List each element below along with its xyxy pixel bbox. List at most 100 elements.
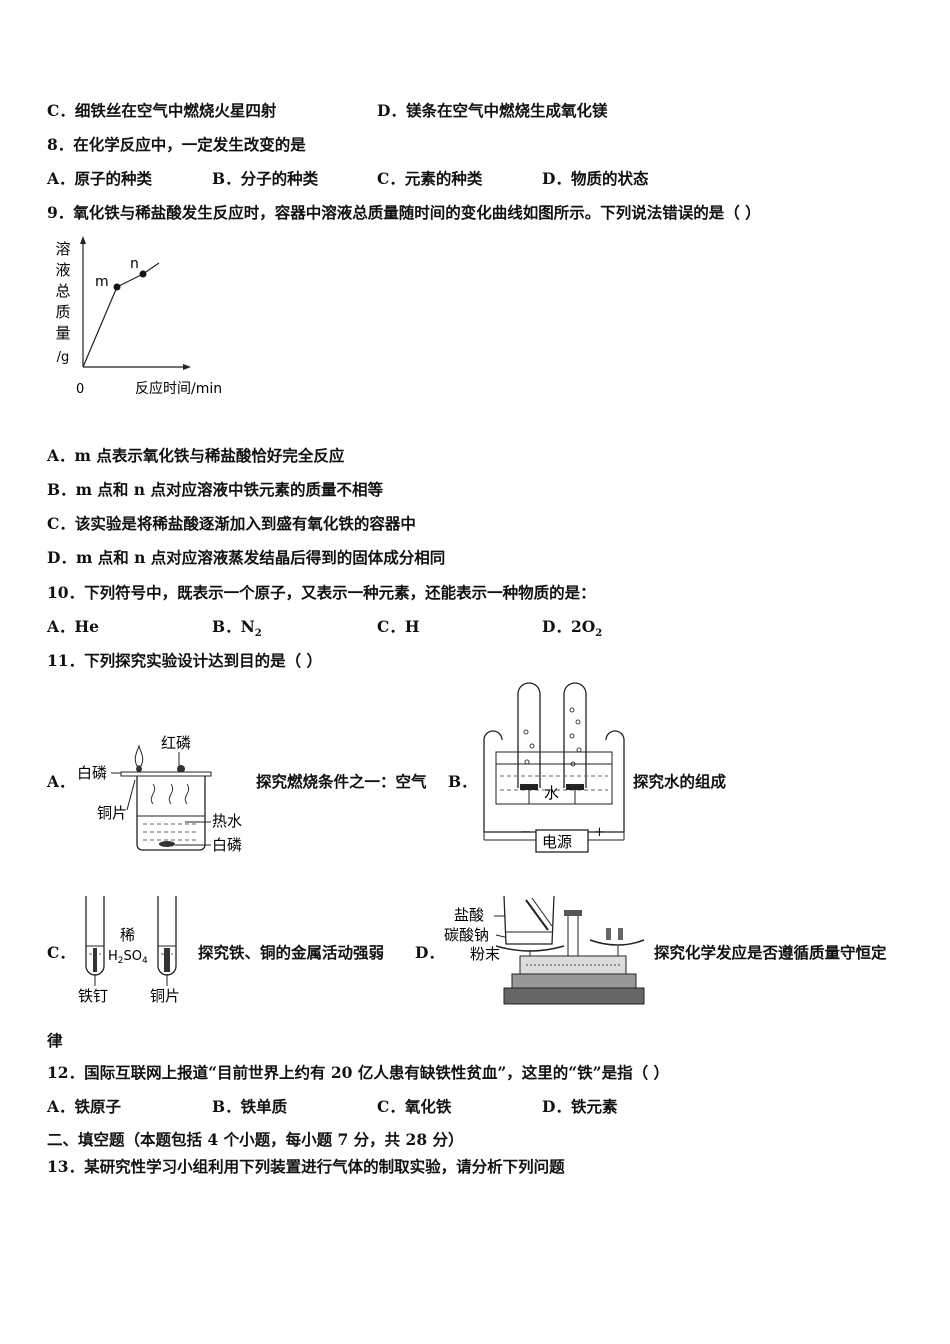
q11-d-scale-foot bbox=[503, 987, 645, 1005]
q11-d-caption-continued: 律 bbox=[47, 1031, 63, 1050]
q9-option-c: C．该实验是将稀盐酸逐渐加入到盛有氧化铁的容器中 bbox=[47, 514, 416, 533]
q8-option-c: C．元素的种类 bbox=[377, 169, 483, 188]
q11-b-plus-label: + bbox=[594, 825, 605, 840]
q12-option-c: C．氧化铁 bbox=[377, 1097, 452, 1116]
q11-a-beaker bbox=[136, 776, 206, 851]
q11-b-bubble bbox=[529, 743, 535, 749]
q11-a-copper-plate bbox=[120, 771, 212, 777]
q9-curve bbox=[82, 262, 160, 368]
q11-d-letter: D． bbox=[415, 943, 444, 962]
q11-a-white-phosphorus-top-label: 白磷 bbox=[77, 764, 107, 782]
q11-a-letter: A． bbox=[47, 772, 75, 791]
q9-xlabel: 反应时间/min bbox=[135, 380, 222, 397]
q10-option-c: C．H bbox=[377, 617, 420, 636]
q11-b-electrode-right bbox=[566, 784, 584, 790]
q11-b-bubble bbox=[575, 719, 581, 725]
q11-a-flame bbox=[134, 744, 144, 767]
q12-option-d: D．铁元素 bbox=[542, 1097, 618, 1116]
q11-b-minus-label: − bbox=[520, 825, 531, 840]
q12-option-a: A．铁原子 bbox=[47, 1097, 122, 1116]
q11-b-inner-container bbox=[495, 751, 613, 805]
q11-d-weight bbox=[606, 928, 611, 940]
q11-c-acid-label: H2SO4 bbox=[108, 949, 148, 966]
q11-b-letter: B． bbox=[448, 772, 477, 791]
q11-b-electrolysis-apparatus: 水 电源 − + bbox=[483, 682, 625, 853]
q11-a-steam-1 bbox=[150, 783, 156, 805]
q11-b-bubble bbox=[523, 729, 529, 735]
q11-d-balance-top bbox=[564, 910, 582, 916]
q11-a-copper-leader bbox=[126, 779, 136, 811]
q10-option-b-subscript: 2 bbox=[254, 628, 262, 640]
q7-option-c: C．细铁丝在空气中燃烧火星四射 bbox=[47, 101, 277, 120]
q10-option-d-text: D．2O bbox=[542, 617, 596, 636]
q11-c-letter: C． bbox=[47, 943, 75, 962]
q11-b-bubble bbox=[569, 733, 575, 739]
q11-b-tube-left bbox=[517, 682, 541, 788]
q11-b-electrode-left bbox=[520, 784, 538, 790]
q11-a-caption: 探究燃烧条件之一：空气 bbox=[256, 772, 427, 791]
q9-point-m-dot bbox=[113, 283, 121, 291]
q9-ylabel-3: 总 bbox=[55, 282, 70, 300]
q11-d-pan-right bbox=[589, 939, 645, 946]
q11-a-submerged-white-p bbox=[159, 841, 175, 847]
q11-a-red-p-lump bbox=[177, 765, 185, 773]
q9-origin-label: 0 bbox=[76, 382, 84, 397]
q11-a-steam-2 bbox=[168, 783, 174, 805]
q8-option-d: D．物质的状态 bbox=[542, 169, 649, 188]
q11-d-hcl-label: 盐酸 bbox=[454, 906, 484, 924]
q11-d-scale-base bbox=[511, 973, 637, 989]
q10-option-a: A．He bbox=[47, 617, 100, 636]
q9-option-a: A．m 点表示氧化铁与稀盐酸恰好完全反应 bbox=[47, 446, 345, 465]
q11-a-combustion-apparatus: 红磷 白磷 铜片 热水 白磷 bbox=[77, 734, 242, 854]
q8-option-b: B．分子的种类 bbox=[212, 169, 319, 188]
q11-d-small-tube bbox=[525, 899, 549, 931]
q9-y-axis-arrow bbox=[80, 236, 86, 244]
q9-ylabel-5: 量 bbox=[55, 324, 70, 342]
q10-option-d: D．2O2 bbox=[542, 617, 602, 644]
q10-option-d-subscript: 2 bbox=[595, 628, 603, 640]
q11-d-powder-label: 粉末 bbox=[470, 945, 500, 963]
q10-option-b: B．N2 bbox=[212, 617, 262, 644]
q11-c-caption: 探究铁、铜的金属活动强弱 bbox=[198, 943, 385, 962]
section-2-title: 二、填空题（本题包括 4 个小题，每小题 7 分，共 28 分） bbox=[47, 1130, 464, 1149]
q11-d-balance-pillar bbox=[567, 911, 579, 957]
q11-c-test-tubes: 稀 H2SO4 铁钉 铜片 bbox=[78, 896, 180, 1005]
q11-c-iron-label: 铁钉 bbox=[78, 987, 108, 1005]
q9-option-b: B．m 点和 n 点对应溶液中铁元素的质量不相等 bbox=[47, 480, 383, 499]
q11-a-white-phosphorus-bottom-label: 白磷 bbox=[212, 836, 242, 854]
q7-option-d: D．镁条在空气中燃烧生成氧化镁 bbox=[377, 101, 608, 120]
q12-option-b: B．铁单质 bbox=[212, 1097, 288, 1116]
q11-a-hot-water-label: 热水 bbox=[212, 812, 242, 830]
q9-option-d: D．m 点和 n 点对应溶液蒸发结晶后得到的固体成分相同 bbox=[47, 548, 446, 567]
q9-ylabel-4: 质 bbox=[55, 303, 70, 321]
q11-b-water-label: 水 bbox=[544, 784, 559, 802]
q9-point-m-label: m bbox=[95, 274, 109, 290]
q11-a-red-phosphorus-label: 红磷 bbox=[161, 734, 191, 752]
q11-a-copper-label: 铜片 bbox=[97, 804, 127, 822]
q11-stem: 11．下列探究实验设计达到目的是（ ） bbox=[47, 651, 322, 670]
q13-stem: 13．某研究性学习小组利用下列装置进行气体的制取实验，请分析下列问题 bbox=[47, 1157, 565, 1176]
q9-point-n-dot bbox=[139, 270, 147, 278]
q11-b-trough bbox=[483, 730, 625, 833]
q11-b-caption: 探究水的组成 bbox=[633, 772, 727, 791]
q9-ylabel-1: 溶 bbox=[55, 240, 70, 258]
q11-d-balance-apparatus: 盐酸 碳酸钠 粉末 bbox=[444, 895, 645, 1005]
q11-b-power-supply bbox=[535, 829, 589, 853]
q11-a-steam-3 bbox=[184, 783, 190, 805]
q11-b-trough-rim bbox=[483, 730, 503, 741]
q9-x-axis-arrow bbox=[183, 364, 191, 370]
q11-c-iron-nail bbox=[93, 948, 97, 972]
q9-ylabel-unit: /g bbox=[57, 350, 70, 365]
q11-c-copper-piece bbox=[164, 948, 170, 972]
q8-stem: 8．在化学反应中，一定发生改变的是 bbox=[47, 135, 306, 154]
q11-c-dilute-label: 稀 bbox=[120, 926, 135, 944]
q11-d-na2co3-label: 碳酸钠 bbox=[444, 926, 489, 944]
q9-ylabel-2: 液 bbox=[55, 261, 70, 279]
q11-d-small-tube-edge bbox=[531, 897, 553, 927]
q11-b-tube-right bbox=[563, 682, 587, 788]
q11-a-white-p-lump bbox=[136, 766, 142, 772]
q12-stem: 12．国际互联网上报道“目前世界上约有 20 亿人患有缺铁性贫血”，这里的“铁”… bbox=[47, 1063, 669, 1082]
q10-stem: 10．下列符号中，既表示一个原子，又表示一种元素，还能表示一种物质的是： bbox=[47, 583, 596, 602]
q9-mass-time-graph: 溶 液 总 质 量 /g m n 0 反应时间/min bbox=[55, 236, 222, 397]
q10-option-b-text: B．N bbox=[212, 617, 255, 636]
